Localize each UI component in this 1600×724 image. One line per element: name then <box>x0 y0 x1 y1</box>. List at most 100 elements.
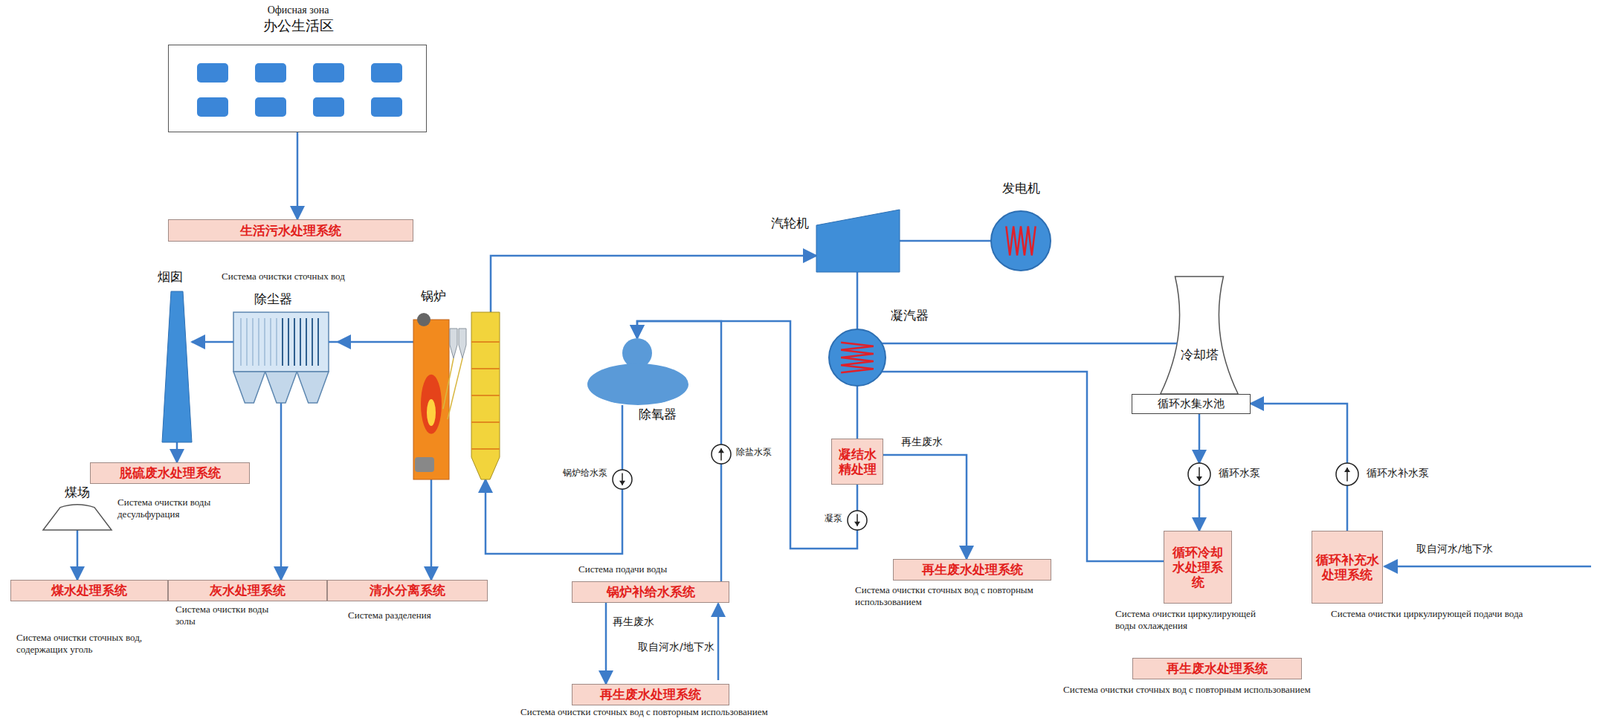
tower-node: 冷却塔 <box>1156 276 1243 395</box>
river-water-inflow <box>717 603 720 681</box>
chimney-node: 烟囱 <box>162 291 192 443</box>
system-name: 循环水集水池 <box>1157 397 1225 412</box>
process-box: 循环水集水池 <box>1131 394 1251 415</box>
node-caption: 除盐水泵 <box>736 446 789 458</box>
node-caption: 冷却塔 <box>1156 347 1243 363</box>
cyclone <box>458 328 467 359</box>
electrode-line <box>246 318 248 366</box>
pump-circle <box>1188 463 1211 486</box>
node-caption: 锅炉 <box>420 288 473 305</box>
pipe-connector <box>605 602 608 685</box>
translation-note: Система очистки сточных вод с повторным … <box>855 584 1079 609</box>
generator-circle <box>991 211 1051 271</box>
flame-core <box>426 399 436 427</box>
node-caption: 凝泵 <box>812 513 843 525</box>
pump-arrow-head <box>1344 467 1351 473</box>
equipment-label: 循环水泵 <box>1218 466 1279 481</box>
equipment-label: 汽轮机 <box>755 215 809 232</box>
pipe-connector <box>76 530 79 580</box>
shape-outline <box>43 501 112 531</box>
window-icon <box>197 97 229 117</box>
shape-outline <box>611 469 633 490</box>
edge-label: 再生废水 <box>611 615 656 629</box>
pipe-connector <box>485 479 623 554</box>
equipment-label: 除氧器 <box>638 406 699 423</box>
translation-note: Система подачи воды <box>578 563 720 576</box>
flue-stub <box>328 341 338 344</box>
coil <box>1005 226 1035 256</box>
electrode-line <box>305 318 308 366</box>
ash-hopper <box>265 371 298 403</box>
window-icon <box>255 63 287 83</box>
electrode-line <box>317 318 319 366</box>
translation-note: Система очистки сточных вод с повторным … <box>1063 684 1413 696</box>
node-caption: 发电机 <box>990 180 1052 197</box>
system-name: 清水分离系统 <box>369 582 446 598</box>
equipment-label: 除盐水泵 <box>736 446 789 458</box>
system-box: 再生废水处理系统 <box>571 684 730 706</box>
heater-band <box>471 448 500 450</box>
dust-node: 除尘器 <box>224 312 338 403</box>
system-box: 再生废水处理系统 <box>892 559 1052 581</box>
steam-drum <box>417 313 431 327</box>
shape-outline <box>1187 462 1212 487</box>
system-box: 循环补充水处理系统 <box>1311 530 1383 604</box>
condenser-circle <box>828 329 886 386</box>
node-caption: 汽轮机 <box>755 215 809 232</box>
node-caption: 煤场 <box>43 484 112 501</box>
furnace <box>413 319 450 480</box>
deaer-node: 除氧器 <box>586 338 690 406</box>
translation-note: Система очистки циркулирующей воды охлаж… <box>1115 608 1264 633</box>
office-area: Офисная зона办公生活区 <box>168 44 427 133</box>
system-name: 循环冷却水处理系统 <box>1167 544 1229 590</box>
heater-band <box>471 341 500 343</box>
boiler-node: 锅炉 <box>413 312 500 480</box>
translation-note: Система очистки сточных вод <box>221 270 400 283</box>
shape-outline <box>162 291 192 443</box>
equipment-label: 煤场 <box>43 484 112 501</box>
coil <box>840 342 874 374</box>
dust-collector-body <box>233 312 329 372</box>
electrode-line <box>270 318 272 366</box>
pipe-connector <box>899 240 992 243</box>
electrode-line <box>276 318 278 366</box>
system-name: 生活污水处理系统 <box>240 223 342 238</box>
node-caption: 除尘器 <box>254 291 329 308</box>
window-icon <box>313 97 345 117</box>
cyclone <box>449 328 458 359</box>
system-box: 脱硫废水处理系统 <box>89 462 250 485</box>
pipe-connector <box>856 272 859 330</box>
electrode-line <box>264 318 266 366</box>
pipe-connector <box>881 371 1164 562</box>
pipe-connector <box>637 321 858 549</box>
window-icon <box>255 97 287 117</box>
window-icon <box>197 63 229 83</box>
shape-outline <box>846 510 868 531</box>
node-caption: 循环水补水泵 <box>1366 466 1449 481</box>
turbine-node: 汽轮机 <box>816 209 900 273</box>
system-name: 煤水处理系统 <box>51 582 128 598</box>
pump-arrow-head <box>718 448 725 453</box>
chimney-shape <box>162 291 192 443</box>
gen-node: 发电机 <box>990 210 1052 272</box>
shape-outline <box>710 443 732 465</box>
connectors <box>77 132 1348 685</box>
edge-label: 再生废水 <box>899 435 945 450</box>
equipment-label: 发电机 <box>990 180 1052 197</box>
coal-yard-mound <box>43 504 112 531</box>
node-caption: 除氧器 <box>638 406 699 423</box>
pipe-connector <box>856 385 859 439</box>
equipment-label: 锅炉 <box>420 288 473 305</box>
system-box: 生活污水处理系统 <box>168 219 414 242</box>
cyclone-pipe <box>447 358 463 420</box>
equipment-label: 循环水补水泵 <box>1366 466 1449 481</box>
pipe-connector <box>1198 414 1201 464</box>
pump-arrow-head <box>854 521 861 527</box>
equipment-label: 凝汽器 <box>890 307 951 324</box>
pipe-connector <box>856 484 859 511</box>
translation-note: Система очистки циркулирующей подачи вод… <box>1330 608 1577 621</box>
translation-note: Система очистки воды золы <box>175 603 287 629</box>
equipment-label: Офисная зона <box>168 3 428 18</box>
pump-circle <box>711 444 731 464</box>
